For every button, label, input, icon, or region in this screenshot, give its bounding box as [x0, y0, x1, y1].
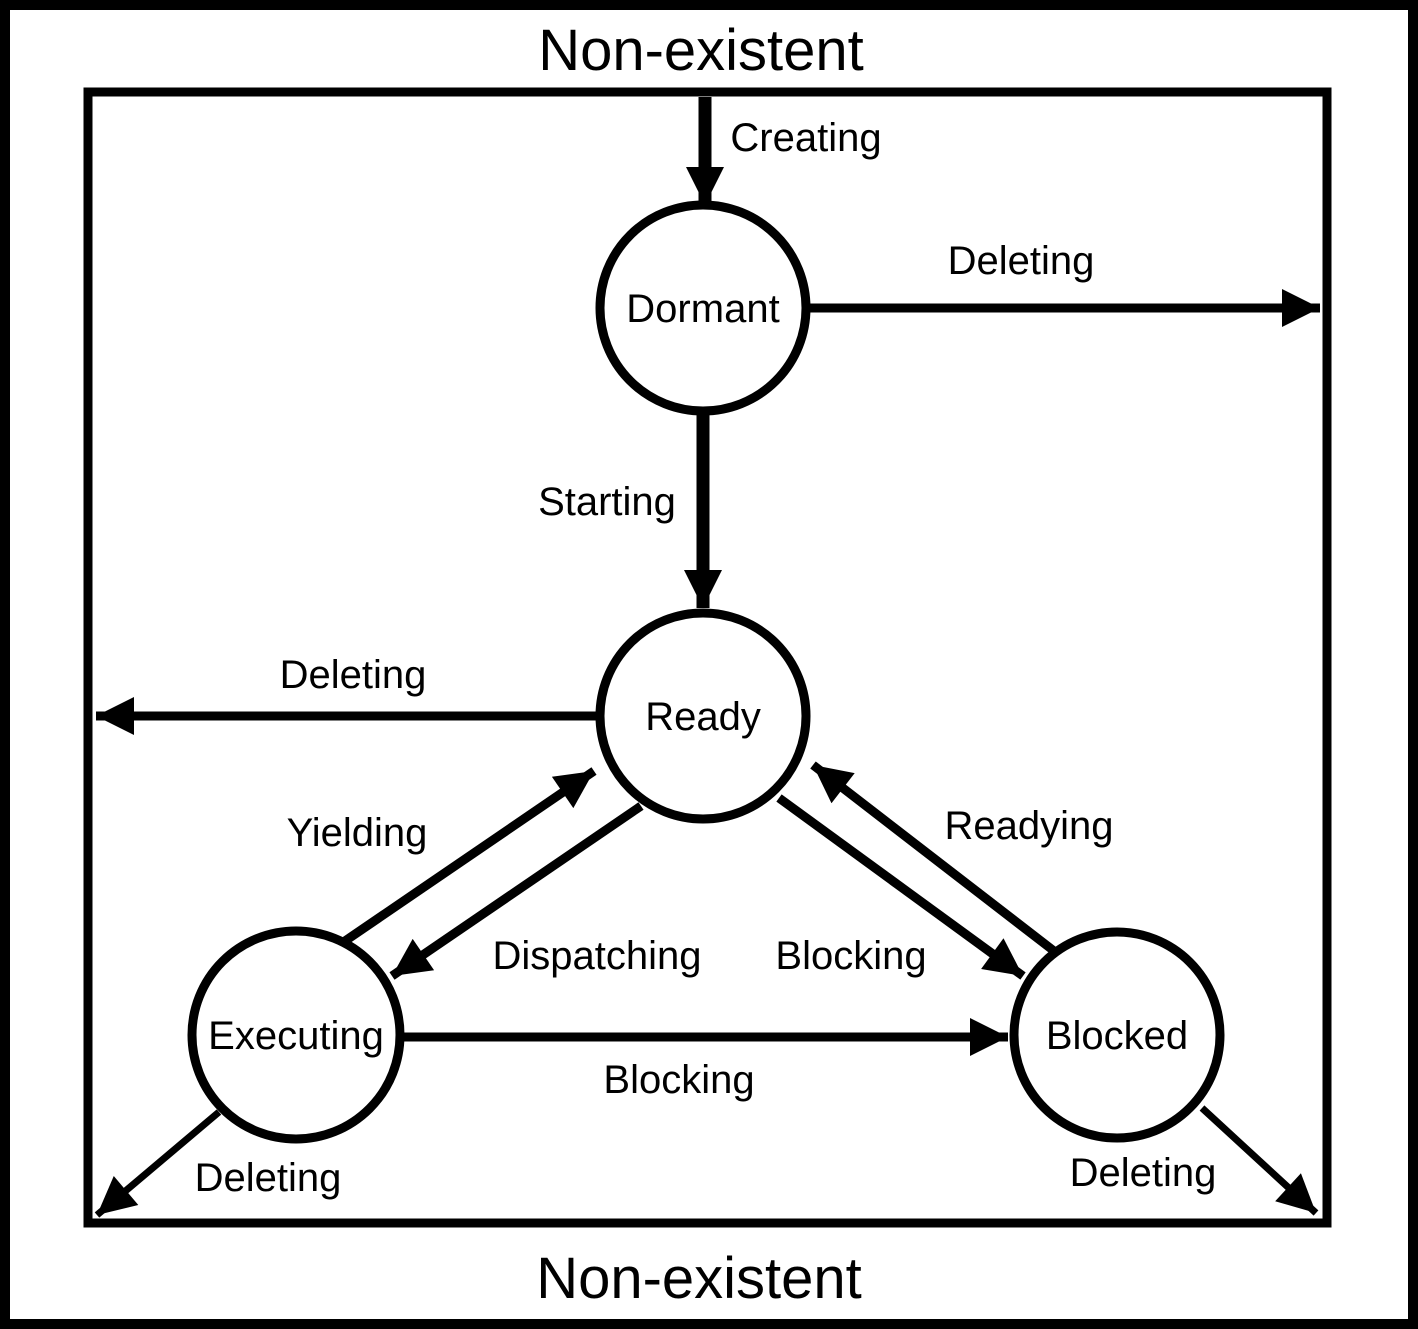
transition-deleting-from-dormant-label: Deleting [948, 239, 1095, 283]
transition-yielding-arrow [342, 767, 597, 945]
transition-dispatching-label: Dispatching [492, 934, 701, 978]
transition-creating-label: Creating [730, 116, 881, 160]
transition-deleting-from-executing-arrow [94, 1109, 222, 1218]
state-ready-circle [595, 608, 811, 824]
state-blocked-label: Blocked [1046, 1014, 1188, 1058]
transition-starting-label: Starting [538, 480, 676, 524]
inner-boundary [83, 87, 1332, 1228]
state-executing-label: Executing [208, 1014, 384, 1058]
nonexistent-bottom-label: Non-existent [536, 1246, 862, 1311]
transition-dispatching-arrow [389, 802, 644, 980]
transition-deleting-from-executing-label: Deleting [195, 1156, 342, 1200]
transition-yielding-label: Yielding [287, 811, 428, 855]
state-executing-circle [187, 926, 405, 1144]
nonexistent-top-label: Non-existent [538, 18, 864, 83]
transition-deleting-from-blocked-label: Deleting [1070, 1151, 1217, 1195]
state-blocked-circle [1009, 927, 1225, 1143]
state-dormant-label: Dormant [626, 287, 779, 331]
transition-readying-arrow [810, 761, 1057, 955]
transition-blocking-from-executing-label: Blocking [603, 1058, 754, 1102]
transition-blocking-to-blocked-arrow [776, 794, 1026, 980]
transition-readying-label: Readying [944, 804, 1113, 848]
transition-deleting-from-blocked-arrow [1199, 1105, 1319, 1216]
transition-blocking-to-blocked-label: Blocking [775, 934, 926, 978]
transition-deleting-from-ready-label: Deleting [280, 653, 427, 697]
state-ready-label: Ready [645, 695, 761, 739]
